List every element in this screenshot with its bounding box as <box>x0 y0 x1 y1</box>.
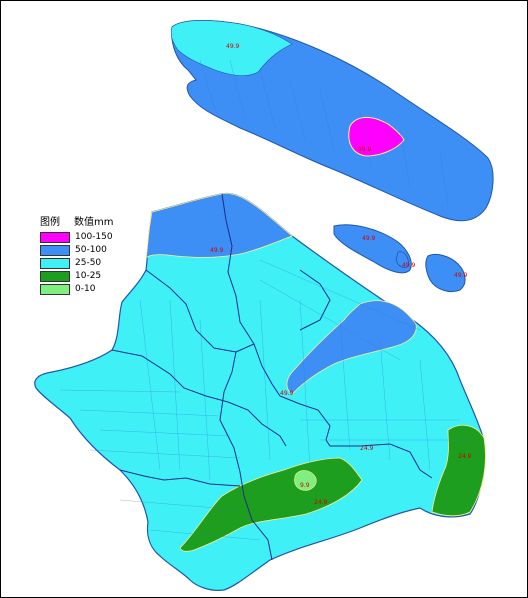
hengsha-island <box>425 253 466 293</box>
chongming-nw-zone <box>170 20 293 76</box>
map-label: 49.9 <box>402 262 416 269</box>
south-light-zone <box>294 470 317 491</box>
legend-label: 10-25 <box>75 271 102 281</box>
map-label: 49.9 <box>210 247 224 254</box>
legend-swatch <box>40 270 70 282</box>
legend-item: 50-100 <box>40 244 150 256</box>
legend-swatch <box>40 257 70 269</box>
legend-item: 25-50 <box>40 257 150 269</box>
map-value-labels: 49.9 99.9 49.9 49.9 49.9 49.9 49.9 24.9 … <box>210 43 472 506</box>
legend-swatch <box>40 244 70 256</box>
chongming-heavy-zone <box>348 117 405 157</box>
legend-header: 图例 数值mm <box>40 213 150 228</box>
legend-swatch <box>40 283 70 295</box>
legend-item: 100-150 <box>40 231 150 243</box>
legend-label: 100-150 <box>75 232 113 242</box>
district-boundaries <box>111 193 433 561</box>
legend-title: 图例 <box>40 217 60 228</box>
map-label: 24.9 <box>314 499 328 506</box>
legend-label: 0-10 <box>75 284 96 294</box>
map-legend: 图例 数值mm 100-150 50-100 25-50 10-25 0-10 <box>40 213 150 296</box>
southeast-moderate-zone <box>431 424 486 517</box>
map-label: 24.9 <box>458 453 472 460</box>
legend-swatch <box>40 231 70 243</box>
map-label: 49.9 <box>280 390 294 397</box>
map-label: 9.9 <box>300 482 310 489</box>
legend-label: 50-100 <box>75 245 107 255</box>
map-label: 24.9 <box>360 445 374 452</box>
legend-label: 25-50 <box>75 258 102 268</box>
map-label: 99.9 <box>358 146 372 153</box>
small-islet <box>395 251 409 268</box>
map-label: 49.9 <box>362 235 376 242</box>
legend-unit-title: 数值mm <box>74 217 114 228</box>
legend-item: 10-25 <box>40 270 150 282</box>
changxing-island <box>333 224 412 274</box>
road-texture <box>59 59 470 541</box>
map-label: 49.9 <box>226 43 240 50</box>
map-label: 49.9 <box>454 272 468 279</box>
pudong-heavy-zone <box>286 300 417 395</box>
legend-item: 0-10 <box>40 283 150 295</box>
